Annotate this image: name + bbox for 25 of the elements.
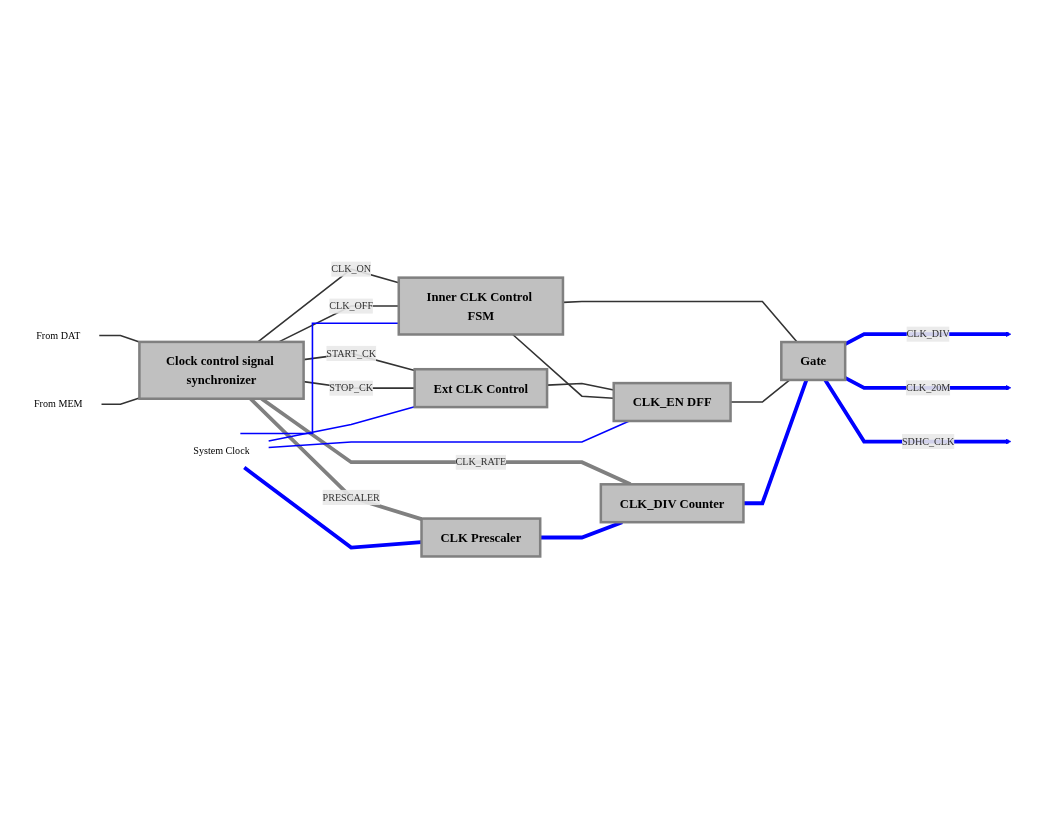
connector bbox=[267, 405, 416, 442]
edge-label: SDHC_CLK bbox=[902, 435, 955, 447]
node-box: Clock control signal synchronizer bbox=[138, 340, 305, 400]
edge-label: PRESCALER bbox=[322, 491, 380, 503]
edge-label: CLK_ON bbox=[331, 263, 372, 275]
connector bbox=[98, 334, 141, 343]
node-text: System Clock bbox=[193, 444, 250, 456]
node-box: CLK_EN DFF bbox=[612, 381, 732, 423]
node-box: CLK Prescaler bbox=[420, 517, 542, 558]
node-box: Ext CLK Control bbox=[413, 367, 549, 409]
connector bbox=[743, 379, 809, 506]
node-box: CLK_DIV Counter bbox=[599, 483, 745, 524]
connector bbox=[562, 300, 798, 343]
node-box: Inner CLK Control FSM bbox=[397, 276, 565, 336]
edge-label: STOP_CK bbox=[329, 382, 373, 394]
connector bbox=[243, 466, 422, 550]
node-text: From MEM bbox=[34, 398, 83, 410]
edge-label: CLK_20M bbox=[905, 382, 951, 393]
edge-label: START_CK bbox=[326, 347, 377, 359]
edge-label: CLK_RATE bbox=[455, 456, 507, 468]
connector bbox=[100, 397, 141, 406]
node-box: Gate bbox=[780, 340, 847, 382]
edge-label: CLK_OFF bbox=[329, 300, 374, 312]
node-text: From DAT bbox=[36, 329, 81, 341]
edge-label: CLK_DIV bbox=[906, 328, 950, 340]
